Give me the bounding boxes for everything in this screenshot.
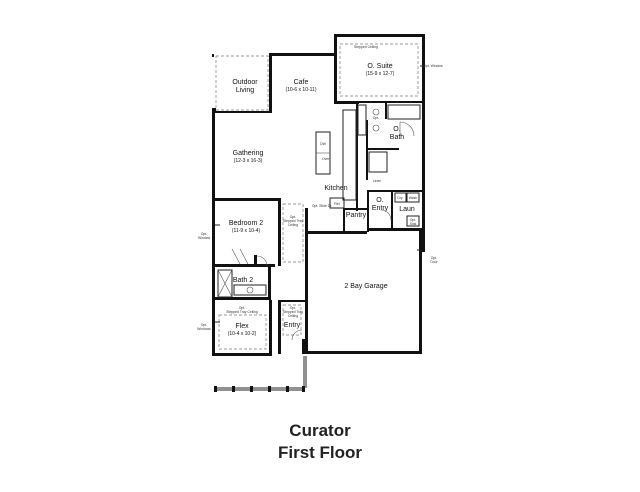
kitchen-label: Kitchen [324,185,347,192]
o-suite-label: O. Suite [367,63,392,70]
entry-ceiling-note-3: Ceiling [288,314,298,318]
bath2-label: Bath 2 [233,277,253,284]
gathering-dim: (12-3 x 16-3) [234,158,263,164]
o-bath-label: O. [393,126,400,133]
osuite-ceiling-note: Stepped Ceiling [354,45,378,49]
osuite-window-note: Opt. Window [423,64,443,68]
exterior-walls [212,34,425,356]
dw-note: DW [320,142,326,146]
flex-ceiling-note-1: Opt. [239,306,245,310]
plan-title: Curator [289,421,351,440]
gathering-label: Gathering [233,150,264,157]
dryer-note: Dry [397,196,403,200]
laun-label: Laun [399,206,415,213]
o-bath-label-2: Bath [390,134,405,141]
cafe-label: Cafe [294,79,309,86]
garage-door-note-1: Opt. [431,256,437,260]
oven-note: Oven [322,157,330,161]
entry-ceiling-note-1: Opt. [290,306,296,310]
ref-note: Ref [334,202,339,206]
flex-window-note-2: Windows [197,327,211,331]
pantry-label: Pantry [346,212,367,219]
bed-ceiling-note-1: Opt. [290,215,296,219]
garage-label: 2 Bay Garage [344,283,387,290]
plan-details [214,43,425,392]
garage-door-note-2: Door [430,260,438,264]
flex-label: Flex [235,323,249,330]
bedroom2-label: Bedroom 2 [229,220,263,227]
o-entry-label-2: Entry [372,205,389,212]
washer-note: Wash [409,196,418,200]
linen-note: Linen [373,179,381,183]
flex-dim: (10-4 x 10-2) [228,331,257,337]
flex-ceiling-note-2: Stepped Tray Ceiling [226,310,258,314]
bed-window-note-1: Opt. [201,232,207,236]
o-entry-label: O. [376,197,383,204]
plan-notes: Stepped Ceiling Opt. Window DW Oven Ref … [197,45,443,331]
tub-note: Opt. [373,116,379,120]
entry-ceiling-note-2: Stepped Tray [283,310,303,314]
laun-sink-note-2: Sink [410,222,417,226]
slide-door-note: Opt. Slide Dr. [312,204,332,208]
bed-window-note-2: Window [198,236,211,240]
entry-label: Entry [284,322,301,329]
outdoor-living-label-2: Living [236,87,254,94]
room-labels: Outdoor Living Cafe (10-6 x 10-11) O. Su… [228,63,415,337]
outdoor-living-label: Outdoor [232,79,258,86]
flex-window-note-1: Opt. [201,323,207,327]
cafe-dim: (10-6 x 10-11) [285,87,316,93]
bed-ceiling-note-2: Stepped Tray [283,219,303,223]
bedroom2-dim: (11-9 x 10-4) [232,228,261,234]
o-suite-dim: (15-9 x 12-7) [366,71,395,77]
plan-subtitle: First Floor [277,443,363,462]
bed-ceiling-note-3: Ceiling [288,223,298,227]
laun-sink-note-1: Opt. [410,218,416,222]
